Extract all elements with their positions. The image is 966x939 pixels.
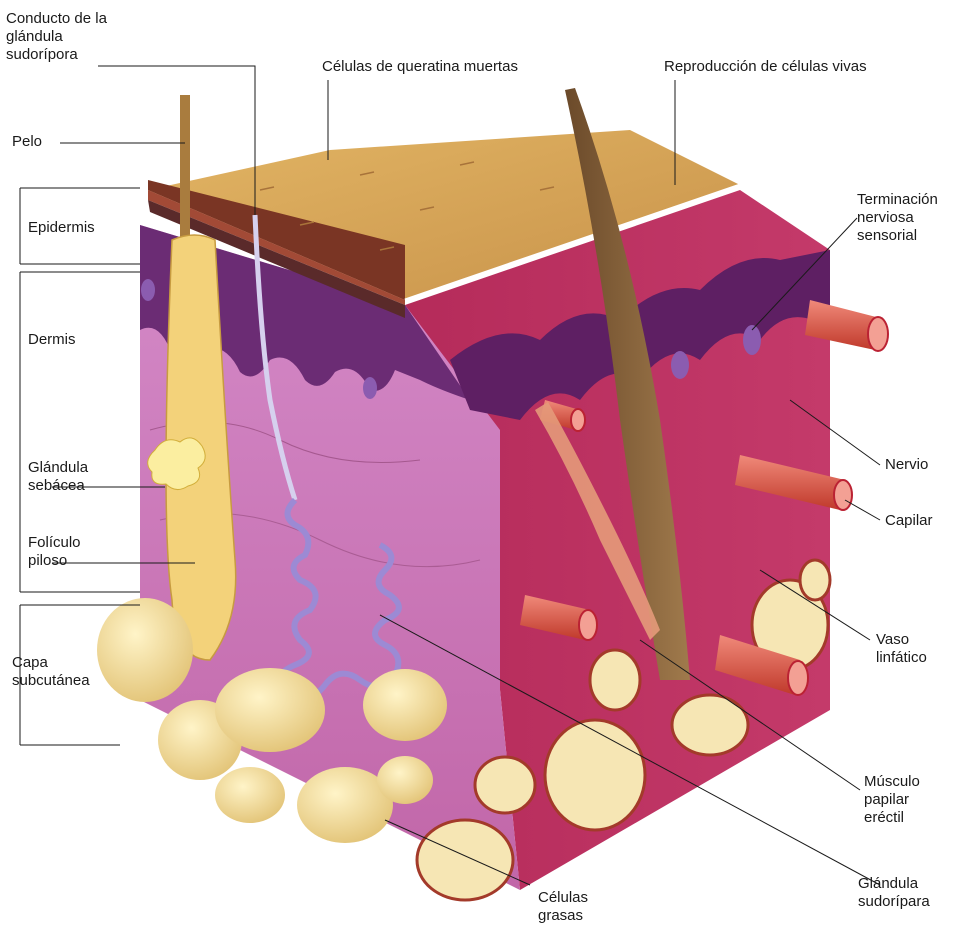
label-epidermis: Epidermis — [28, 219, 95, 237]
label-vaso: Vaso linfático — [876, 631, 927, 667]
label-capa: Capa subcutánea — [12, 654, 90, 690]
label-musculo: Músculo papilar eréctil — [864, 773, 920, 827]
label-dermis: Dermis — [28, 331, 76, 349]
label-capilar: Capilar — [885, 512, 933, 530]
label-reproduccion: Reproducción de células vivas — [664, 58, 867, 76]
label-glandula-sudoripara: Glándula sudorípara — [858, 875, 930, 911]
label-glandula-sebacea: Glándula sebácea — [28, 459, 88, 495]
label-queratina: Células de queratina muertas — [322, 58, 518, 76]
label-foliculo: Folículo piloso — [28, 534, 81, 570]
label-nervio: Nervio — [885, 456, 928, 474]
label-pelo: Pelo — [12, 133, 42, 151]
label-terminacion: Terminación nerviosa sensorial — [857, 191, 938, 245]
label-celulas-grasas: Células grasas — [538, 889, 588, 925]
label-conducto: Conducto de la glándula sudorípora — [6, 10, 107, 64]
